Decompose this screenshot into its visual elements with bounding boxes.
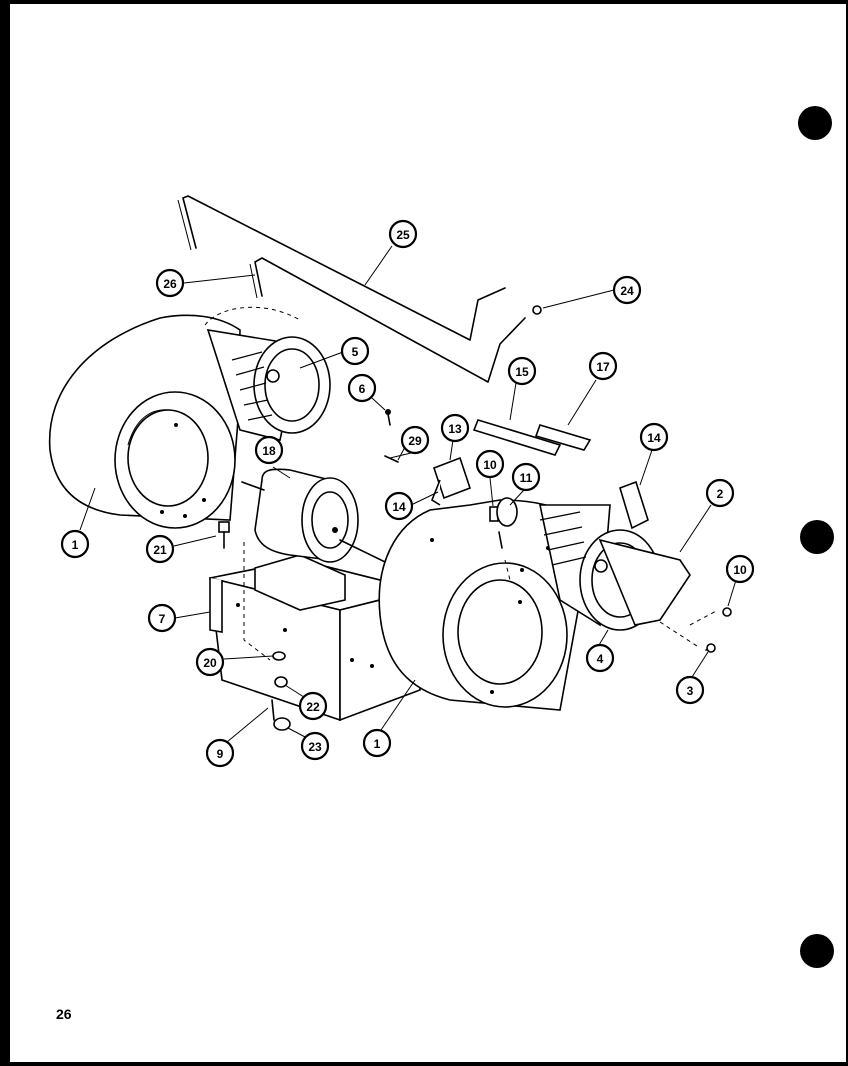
callout-label: 29 — [408, 434, 422, 448]
callout-c20: 20 — [195, 647, 225, 677]
callout-label: 22 — [306, 700, 320, 714]
page-number: 26 — [56, 1006, 72, 1022]
callout-c5: 5 — [340, 336, 370, 366]
callout-c17: 17 — [588, 351, 618, 381]
callout-c21: 21 — [145, 534, 175, 564]
callout-label: 7 — [159, 612, 166, 626]
callout-label: 10 — [483, 458, 497, 472]
callout-c11: 11 — [511, 462, 541, 492]
callout-c24: 24 — [612, 275, 642, 305]
callout-label: 17 — [596, 360, 610, 374]
binder-hole-bottom — [800, 934, 834, 968]
callout-label: 18 — [262, 444, 276, 458]
callout-label: 11 — [520, 471, 533, 485]
callout-c25: 25 — [388, 219, 418, 249]
callout-c1b: 1 — [362, 728, 392, 758]
callout-label: 14 — [392, 500, 406, 514]
callout-label: 1 — [374, 737, 381, 751]
callout-c18: 18 — [254, 435, 284, 465]
callout-c15: 15 — [507, 356, 537, 386]
motor — [241, 468, 386, 611]
callout-label: 5 — [352, 345, 359, 359]
callout-c10b: 10 — [725, 554, 755, 584]
callout-label: 6 — [359, 382, 366, 396]
callout-label: 4 — [597, 652, 604, 666]
callout-label: 26 — [163, 277, 177, 291]
callout-c9: 9 — [205, 738, 235, 768]
callout-label: 24 — [620, 284, 634, 298]
callout-label: 10 — [733, 563, 747, 577]
exploded-blower-assembly-diagram: 25 26 24 5 6 15 17 13 29 14 18 10 11 14 … — [48, 195, 755, 768]
callout-c1a: 1 — [60, 529, 90, 559]
callout-label: 9 — [217, 747, 224, 761]
callout-c3: 3 — [675, 675, 705, 705]
cutoff-plate — [598, 538, 691, 626]
support-rod-25 — [249, 257, 526, 383]
callout-label: 25 — [396, 228, 410, 242]
callout-label: 2 — [717, 487, 724, 501]
binder-hole-middle — [800, 520, 834, 554]
support-rod-26 — [177, 195, 506, 341]
callout-c4: 4 — [585, 643, 615, 673]
callout-c13: 13 — [440, 413, 470, 443]
callout-label: 21 — [153, 543, 167, 557]
callout-label: 3 — [687, 684, 694, 698]
blower-housing-left — [48, 314, 241, 529]
callout-c6: 6 — [347, 373, 377, 403]
callout-c22: 22 — [298, 691, 328, 721]
callout-c2: 2 — [705, 478, 735, 508]
callout-c14b: 14 — [639, 422, 669, 452]
brackets — [431, 419, 649, 530]
callout-c14a: 14 — [384, 491, 414, 521]
callout-c7: 7 — [147, 603, 177, 633]
callout-c10a: 10 — [475, 449, 505, 479]
binder-hole-top — [798, 106, 832, 140]
fasteners — [218, 305, 732, 731]
parts-diagram-sheet: 25 26 24 5 6 15 17 13 29 14 18 10 11 14 … — [10, 4, 846, 1062]
callout-c26: 26 — [155, 268, 185, 298]
callout-label: 13 — [448, 422, 462, 436]
leader-lines — [79, 245, 737, 743]
callout-label: 1 — [72, 538, 79, 552]
blower-housing-right — [378, 499, 581, 711]
callout-label: 14 — [647, 431, 661, 445]
callout-c23: 23 — [300, 731, 330, 761]
callout-label: 23 — [308, 740, 322, 754]
callout-c29: 29 — [400, 425, 430, 455]
callout-label: 15 — [515, 365, 529, 379]
callout-label: 20 — [203, 656, 217, 670]
fan-wheel-left — [204, 306, 331, 441]
